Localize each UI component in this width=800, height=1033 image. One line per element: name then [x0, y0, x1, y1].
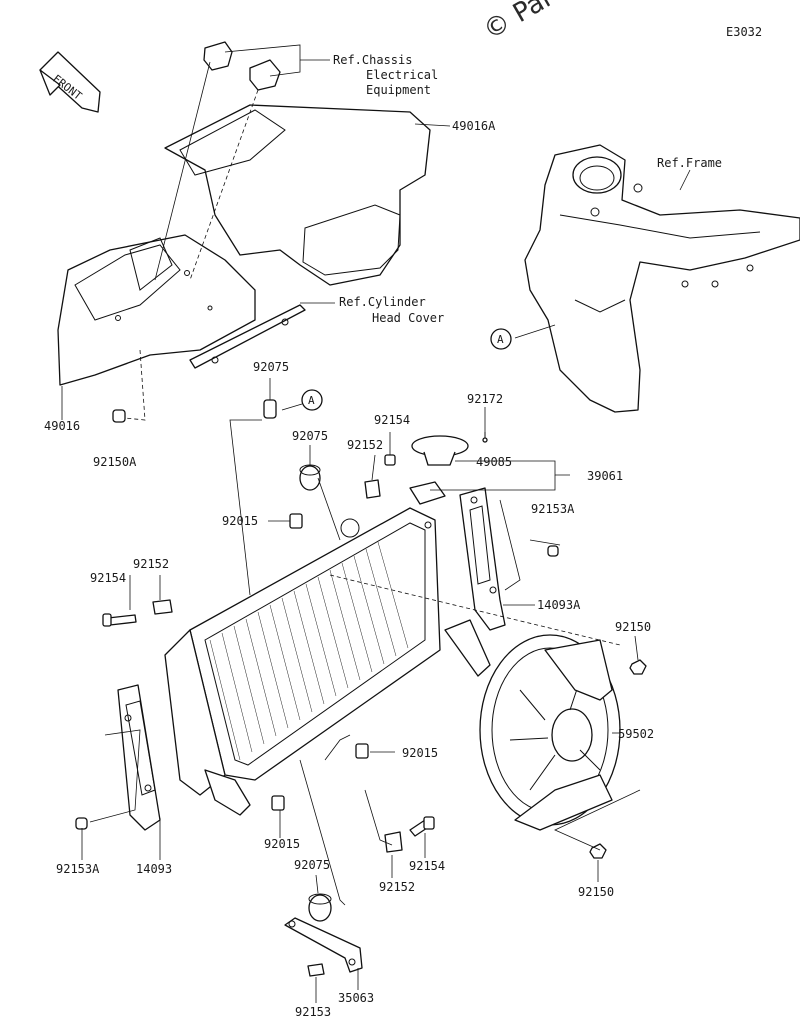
label-92015-bot: 92015 — [264, 837, 300, 851]
radiator-core — [164, 481, 491, 816]
radiator-fins — [209, 541, 409, 761]
collar-92152-left — [152, 599, 173, 615]
nut-92150-right — [629, 659, 647, 675]
label-92150-right: 92150 — [615, 620, 651, 634]
shroud-49016A — [164, 104, 431, 286]
ref-point-a-frame: A — [490, 328, 512, 350]
label-92153A-right: 92153A — [531, 502, 575, 516]
label-49085: 49085 — [476, 455, 512, 469]
label-59502: 59502 — [618, 727, 654, 741]
bolt-92153A-left — [75, 817, 88, 830]
screw-92172 — [482, 432, 488, 443]
bracket-14093A — [459, 487, 506, 631]
bracket-14093 — [117, 684, 161, 831]
label-49016: 49016 — [44, 419, 80, 433]
clip-92015-mid — [355, 743, 369, 759]
frame-ref — [524, 144, 800, 413]
bolt-92154-bot — [409, 816, 435, 837]
ref-point-a-radiator: A — [301, 389, 323, 411]
point-a-label: A — [497, 333, 504, 346]
label-39061: 39061 — [587, 469, 623, 483]
nut-92150-bot — [589, 843, 607, 859]
label-92152-bot: 92152 — [379, 880, 415, 894]
label-92075-top: 92075 — [253, 360, 289, 374]
watermark: © Partz — [479, 0, 580, 46]
bolt-92153 — [307, 963, 325, 977]
label-92075-bot: 92075 — [294, 858, 330, 872]
stay-35063 — [284, 917, 363, 973]
label-92152-left: 92152 — [133, 557, 169, 571]
grommet-92075-bot — [308, 893, 332, 922]
grommet-92075-mid — [299, 464, 321, 491]
front-arrow-icon: FRONT — [39, 51, 101, 113]
ref-cylinder-line2: Head Cover — [372, 311, 444, 325]
collar-92152-bot — [384, 831, 403, 853]
diagram-code: E3032 — [726, 25, 762, 39]
bolt-92153A-right — [547, 545, 559, 557]
label-92172: 92172 — [467, 392, 503, 406]
ref-chassis-line1: Ref.Chassis — [333, 53, 412, 67]
ref-cylinder-line1: Ref.Cylinder — [339, 295, 426, 309]
point-a-label-2: A — [308, 394, 315, 407]
shroud-49016 — [57, 234, 256, 386]
label-49016A: 49016A — [452, 119, 496, 133]
clip-top-2 — [249, 59, 281, 91]
label-92154-bot: 92154 — [409, 859, 445, 873]
collar-92152-top — [364, 479, 381, 499]
label-92153: 92153 — [295, 1005, 331, 1019]
label-92015-mid: 92015 — [402, 746, 438, 760]
part-number-labels: 49016A 49016 92150A 92075 92075 92154 92… — [44, 119, 654, 1019]
bolt-92150A — [112, 409, 126, 423]
label-14093: 14093 — [136, 862, 172, 876]
bolt-92154-top — [384, 454, 396, 466]
label-92015-top: 92015 — [222, 514, 258, 528]
clip-92015-top — [289, 513, 303, 529]
label-92150A: 92150A — [93, 455, 137, 469]
ref-chassis-line3: Equipment — [366, 83, 431, 97]
label-35063: 35063 — [338, 991, 374, 1005]
clip-top-1 — [203, 41, 233, 71]
radiator-cap-49085 — [411, 435, 469, 466]
cooling-fan-59502 — [479, 634, 621, 831]
label-92154-top: 92154 — [374, 413, 410, 427]
label-92150-bot: 92150 — [578, 885, 614, 899]
clip-92015-bot — [271, 795, 285, 811]
head-cover-bracket — [189, 304, 306, 369]
ref-chassis-line2: Electrical — [366, 68, 438, 82]
label-92075-mid: 92075 — [292, 429, 328, 443]
grommet-92075-top — [263, 399, 277, 419]
label-92153A-left: 92153A — [56, 862, 100, 876]
label-14093A: 14093A — [537, 598, 581, 612]
label-92152-top: 92152 — [347, 438, 383, 452]
reference-labels: Ref.Chassis Electrical Equipment Ref.Fra… — [333, 53, 722, 325]
bolt-92154-left — [102, 613, 137, 627]
label-92154-left: 92154 — [90, 571, 126, 585]
ref-frame: Ref.Frame — [657, 156, 722, 170]
